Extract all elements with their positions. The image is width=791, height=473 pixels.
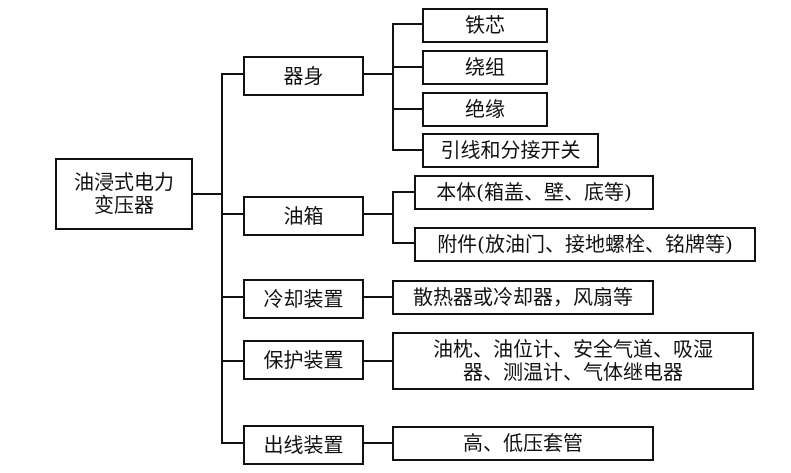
tank-leaf-0: 本体(箱盖、壁、底等) — [414, 175, 654, 210]
root-node: 油浸式电力 变压器 — [55, 158, 193, 230]
protection-leaf-0: 油枕、油位计、安全气道、吸湿 器、测温计、气体继电器 — [392, 332, 754, 390]
body-out-connector — [364, 73, 394, 75]
tank-leaf-connector-1 — [392, 242, 414, 244]
root-connector — [193, 193, 223, 195]
outlet-leaf-0: 高、低压套管 — [392, 426, 654, 461]
outlet-out-connector — [364, 442, 392, 444]
branch-connector-2 — [221, 296, 243, 298]
branch-node-1: 油箱 — [243, 196, 364, 236]
root-node-line-1: 变压器 — [94, 193, 154, 217]
body-leaf-1: 绕组 — [422, 50, 548, 85]
body-leaf-3: 引线和分接开关 — [422, 133, 599, 168]
branch-connector-0 — [221, 73, 243, 75]
protection-out-connector — [364, 360, 392, 362]
body-leaf-connector-1 — [392, 66, 422, 68]
body-leaf-2: 绝缘 — [422, 92, 548, 127]
tank-leaf-connector-0 — [392, 191, 414, 193]
tank-out-connector — [364, 213, 394, 215]
body-leaf-connector-0 — [392, 23, 422, 25]
tank-sub-trunk — [392, 191, 394, 244]
branch-node-2: 冷却装置 — [243, 279, 364, 319]
body-leaf-connector-3 — [392, 149, 422, 151]
branch-node-0: 器身 — [243, 56, 364, 96]
branch-connector-3 — [221, 360, 243, 362]
root-node-line-0: 油浸式电力 — [74, 170, 174, 194]
protection-leaf-line-0: 油枕、油位计、安全气道、吸湿 — [433, 337, 713, 361]
tank-leaf-1: 附件(放油门、接地螺栓、铭牌等) — [414, 227, 756, 262]
protection-leaf-line-1: 器、测温计、气体继电器 — [463, 360, 683, 384]
branch-node-4: 出线装置 — [243, 425, 364, 465]
body-leaf-0: 铁芯 — [422, 8, 548, 43]
branch-connector-4 — [221, 442, 243, 444]
main-trunk — [221, 73, 223, 443]
body-sub-trunk — [392, 23, 394, 151]
body-leaf-connector-2 — [392, 108, 422, 110]
cooling-out-connector — [364, 296, 392, 298]
cooling-leaf-0: 散热器或冷却器，风扇等 — [392, 280, 654, 315]
branch-connector-1 — [221, 213, 243, 215]
branch-node-3: 保护装置 — [243, 340, 364, 380]
